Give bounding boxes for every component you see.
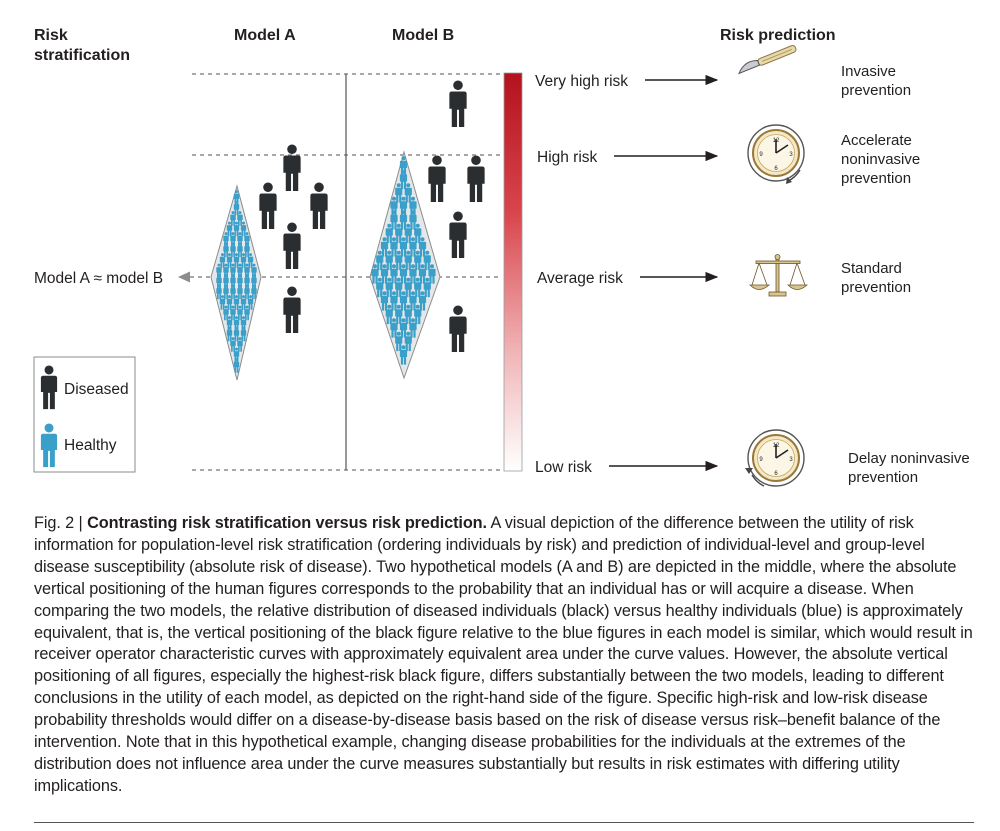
clock-backward-icon: 12 3 6 9 [745,429,805,487]
header-risk-stratification-line1: Risk [34,27,68,44]
diseased-figure-a2 [259,182,277,230]
diseased-figure-b4 [449,211,467,259]
prevention-delay-line2: prevention [848,469,918,486]
prevention-accelerate-line2: noninvasive [841,151,920,168]
svg-text:12: 12 [773,138,780,144]
prevention-standard-line2: prevention [841,279,911,296]
header-model-b: Model B [392,27,454,44]
clock-forward-icon: 12 3 6 9 [747,124,805,184]
prevention-standard-line1: Standard [841,260,902,277]
scalpel-icon [738,45,797,75]
risk-label-low: Low risk [535,459,592,476]
figure-caption: Fig. 2 | Contrasting risk stratification… [34,513,974,798]
prevention-accelerate-line1: Accelerate [841,132,912,149]
figure-diagram: Risk stratification Model A Model B Risk… [33,27,970,487]
caption-bottom-rule [34,822,974,823]
risk-label-high: High risk [537,149,598,166]
diseased-figure-b5 [449,305,467,353]
diseased-figure-b3 [467,155,485,203]
model-equivalence-label: Model A ≈ model B [34,270,163,287]
scales-icon [749,254,809,297]
diseased-figure-b2 [428,155,446,203]
svg-text:12: 12 [773,443,780,449]
legend-healthy-label: Healthy [64,437,117,454]
svg-text:3: 3 [789,152,793,158]
svg-text:3: 3 [789,457,793,463]
prevention-delay-line1: Delay noninvasive [848,450,970,467]
prevention-accelerate-line3: prevention [841,170,911,187]
legend-diseased-label: Diseased [64,381,129,398]
caption-title: Contrasting risk stratification versus r… [87,514,487,532]
header-model-a: Model A [234,27,296,44]
header-risk-prediction: Risk prediction [720,27,836,44]
model-a-distribution-diamond [210,184,262,381]
caption-fig-label: Fig. 2 | [34,514,88,532]
diseased-figure-b1 [449,80,467,128]
prevention-invasive-line1: Invasive [841,63,896,80]
risk-gradient-bar [503,72,523,472]
diseased-figure-a5 [283,286,301,334]
diseased-figures [259,80,485,353]
diseased-figure-a4 [283,222,301,270]
risk-label-average: Average risk [537,270,623,287]
svg-text:6: 6 [774,471,778,477]
diseased-figure-a1 [283,144,301,192]
prevention-invasive-line2: prevention [841,82,911,99]
diseased-figure-a3 [310,182,328,230]
caption-body: A visual depiction of the difference bet… [34,514,973,795]
svg-text:9: 9 [759,152,763,158]
header-risk-stratification-line2: stratification [34,47,130,64]
risk-label-very-high: Very high risk [535,73,628,90]
svg-text:9: 9 [759,457,763,463]
svg-text:6: 6 [774,166,778,172]
equiv-arrow-head [178,271,190,283]
